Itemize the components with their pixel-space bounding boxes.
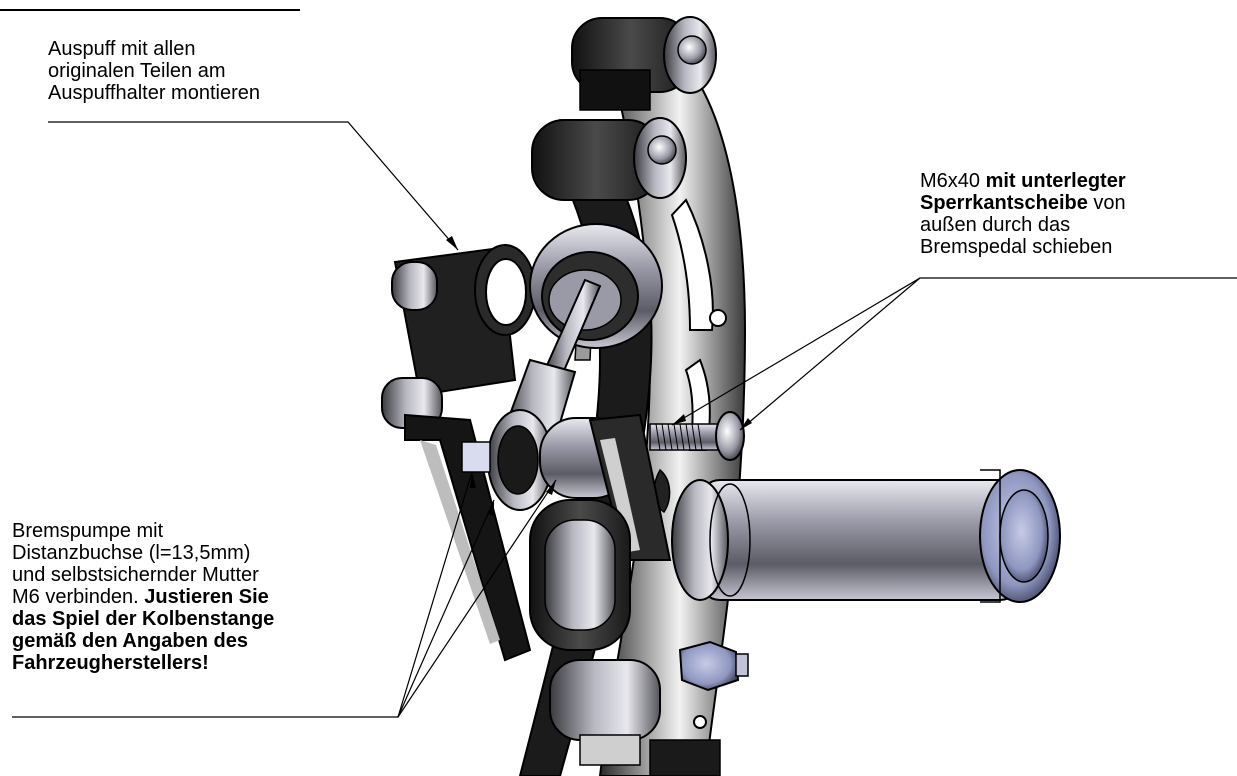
master-cylinder: [461, 278, 602, 511]
callout-pump-line-3: und selbstsichernder Mutter: [12, 564, 259, 586]
arrowhead-bolt-a: [672, 414, 686, 425]
callout-pump: Bremspumpe mit Distanzbuchse (l=13,5mm) …: [12, 520, 274, 674]
leader-pump-c: [397, 479, 557, 718]
callout-pump-line-1: Bremspumpe mit: [12, 520, 164, 542]
callout-bolt-line-1-normal: M6x40: [920, 170, 986, 192]
leader-exhaust: [48, 121, 459, 251]
leader-bolt-b: [739, 277, 921, 431]
callout-exhaust: Auspuff mit allen originalen Teilen am A…: [48, 38, 260, 104]
arrowhead-pump-c: [546, 480, 556, 495]
callout-bolt-line-4: Bremspedal schieben: [920, 236, 1113, 258]
header-rule: [0, 9, 300, 11]
callout-pump-line-4: M6 verbinden. Justieren Sie: [12, 586, 274, 608]
callout-exhaust-line-1: Auspuff mit allen: [48, 38, 196, 60]
distance-bushing: [539, 413, 672, 561]
callout-pump-line-6: gemäß den Angaben des: [12, 630, 248, 652]
callout-exhaust-line-2: originalen Teilen am: [48, 60, 226, 82]
arrowhead-pump-a: [470, 472, 476, 488]
leader-lines: [12, 121, 1237, 718]
callout-pump-line-2: Distanzbuchse (l=13,5mm): [12, 542, 251, 564]
callout-exhaust-line-3: Auspuffhalter montieren: [48, 82, 260, 104]
callout-bolt-line-3: außen durch das: [920, 214, 1071, 236]
callout-bolt-line-2-normal: von: [1087, 192, 1126, 214]
arrowhead-exhaust: [446, 236, 458, 250]
middle-mount-bushing: [531, 117, 687, 201]
lower-nut: [678, 640, 749, 692]
callout-pump-line-4-bold: Justieren Sie: [144, 586, 269, 608]
arrowhead-bolt-b: [740, 418, 752, 430]
callout-bolt: M6x40 mit unterlegter Sperrkantscheibe v…: [920, 170, 1126, 258]
reservoir-cup: [529, 223, 663, 349]
top-mount-bushing: [571, 16, 717, 111]
lower-pivot-bushing: [529, 499, 631, 651]
callout-pump-line-7: Fahrzeugherstellers!: [12, 652, 209, 674]
leader-bolt-a: [671, 277, 1237, 426]
callout-pump-line-4-normal: M6 verbinden.: [12, 586, 145, 608]
callout-bolt-line-1-bold: mit unterlegter: [985, 170, 1126, 192]
callout-bolt-line-2: Sperrkantscheibe von: [920, 192, 1126, 214]
arrowhead-pump-b: [488, 500, 494, 516]
leader-pump-b: [397, 499, 495, 718]
m6x40-bolt: [649, 411, 745, 461]
lower-link: [549, 659, 721, 776]
callout-pump-line-5: das Spiel der Kolbenstange: [12, 608, 275, 630]
footpeg: [671, 469, 1061, 603]
callout-bolt-line-2-bold: Sperrkantscheibe: [920, 192, 1088, 214]
callout-bolt-line-1: M6x40 mit unterlegter: [920, 170, 1126, 192]
